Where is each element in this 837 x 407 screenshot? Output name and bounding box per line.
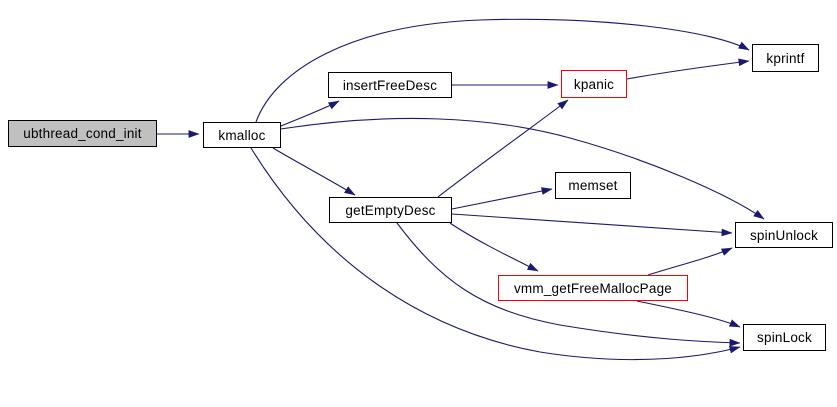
node-memset[interactable]: memset [555, 172, 631, 199]
edge-getEmptyDesc-spinLock [396, 222, 741, 347]
edge-getEmptyDesc-memset [451, 187, 553, 210]
edge-vmm_getFreeMallocPage-spinUnlock [647, 247, 733, 276]
node-vmm-getfreemallocpage[interactable]: vmm_getFreeMallocPage [498, 275, 688, 301]
node-spinlock[interactable]: spinLock [743, 324, 826, 351]
edge-getEmptyDesc-vmm_getFreeMallocPage [449, 222, 539, 272]
edge-kpanic-kprintf [626, 58, 750, 80]
node-spinunlock[interactable]: spinUnlock [735, 222, 833, 248]
edge-kmalloc-spinLock [250, 147, 741, 361]
node-insertfreedesc[interactable]: insertFreeDesc [328, 72, 452, 98]
edge-kmalloc-kprintf [255, 18, 750, 123]
node-getemptydesc[interactable]: getEmptyDesc [329, 197, 452, 223]
node-ubthread-cond-init: ubthread_cond_init [8, 120, 157, 147]
edge-vmm_getFreeMallocPage-spinLock [636, 300, 741, 328]
edge-kmalloc-spinUnlock [280, 117, 765, 220]
edge-getEmptyDesc-kpanic [437, 99, 569, 198]
edge-kmalloc-insertFreeDesc [280, 100, 340, 127]
edge-getEmptyDesc-spinUnlock [451, 213, 733, 237]
edge-kmalloc-getEmptyDesc [272, 147, 356, 196]
node-kprintf[interactable]: kprintf [752, 44, 819, 72]
node-kpanic[interactable]: kpanic [561, 70, 627, 98]
node-kmalloc[interactable]: kmalloc [203, 122, 281, 148]
